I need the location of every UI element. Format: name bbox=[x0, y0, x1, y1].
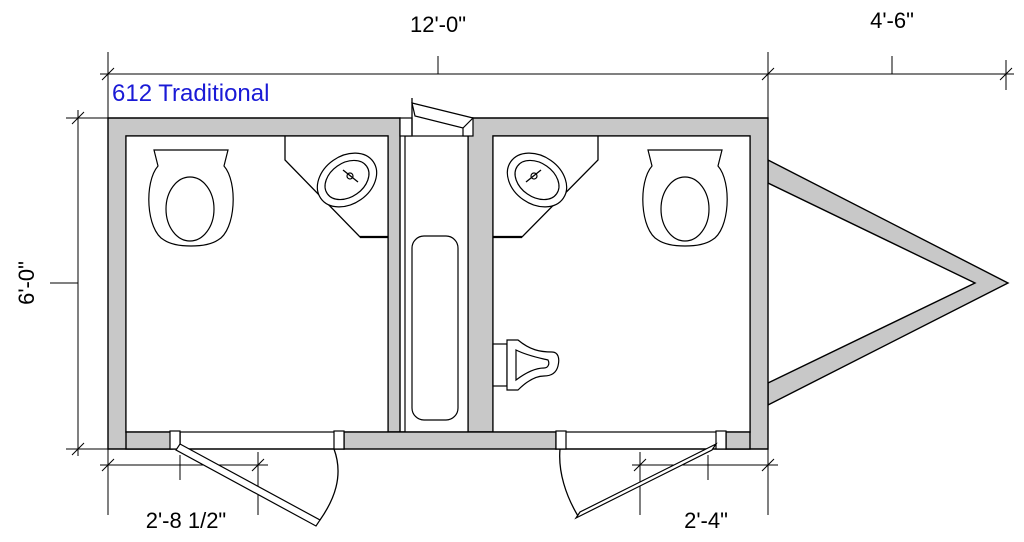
left-toilet bbox=[148, 149, 234, 247]
dimension-lines bbox=[50, 52, 1014, 515]
right-urinal bbox=[492, 339, 560, 391]
plan-title: 612 Traditional bbox=[112, 80, 269, 107]
trailer-tongue bbox=[767, 158, 1010, 407]
left-door-width-label: 2'-8 1/2" bbox=[146, 508, 227, 533]
right-toilet bbox=[642, 149, 728, 247]
left-door bbox=[175, 443, 339, 527]
tongue-length-label: 4'-6" bbox=[870, 8, 914, 33]
overall-width-label: 12'-0" bbox=[410, 12, 466, 37]
right-door-width-label: 2'-4" bbox=[684, 508, 728, 533]
center-cabinet bbox=[411, 98, 475, 421]
right-sink bbox=[493, 136, 599, 239]
overall-depth-label: 6'-0" bbox=[14, 261, 39, 305]
right-door bbox=[559, 442, 718, 520]
left-sink bbox=[284, 136, 388, 239]
